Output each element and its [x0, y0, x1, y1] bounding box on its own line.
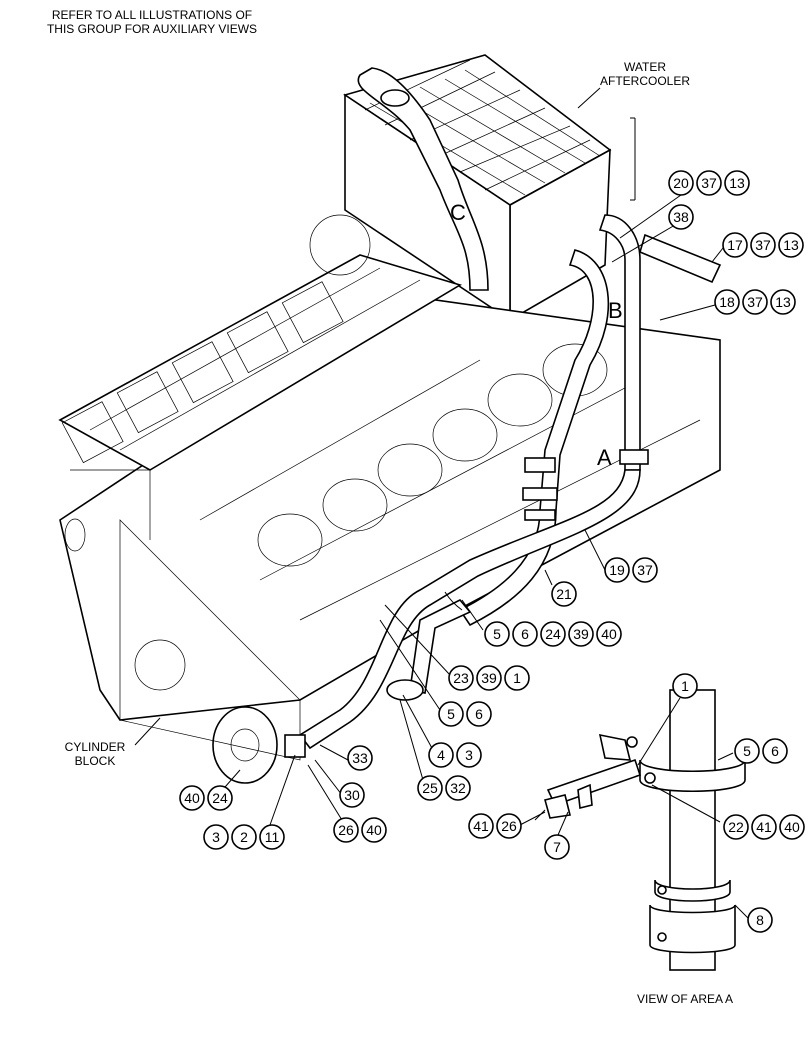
- callout-30: 30: [339, 782, 365, 808]
- callout-number: 2: [240, 829, 248, 845]
- callout-number: 5: [743, 743, 751, 759]
- callout-21: 21: [551, 581, 577, 607]
- cylinder-block-label-line2: BLOCK: [74, 754, 116, 768]
- callout-number: 4: [437, 747, 445, 763]
- callout-number: 19: [609, 562, 625, 578]
- water-aftercooler-label: WATER AFTERCOOLER: [590, 60, 700, 88]
- callout-19-37: 19 37: [604, 557, 658, 583]
- callout-number: 22: [728, 819, 744, 835]
- callout-number: 6: [771, 743, 779, 759]
- callout-number: 39: [573, 626, 589, 642]
- callout-number: 1: [681, 678, 689, 694]
- callout-number: 17: [727, 237, 743, 253]
- callout-number: 25: [422, 780, 438, 796]
- cylinder-block-label: CYLINDER BLOCK: [55, 740, 135, 768]
- callout-number: 5: [447, 706, 455, 722]
- callout-number: 41: [756, 819, 772, 835]
- callout-number: 37: [637, 562, 653, 578]
- callout-number: 37: [755, 237, 771, 253]
- callout-number: 40: [366, 822, 382, 838]
- pipe-c: [357, 67, 489, 291]
- refer-note-line1: REFER TO ALL ILLUSTRATIONS OF: [51, 8, 253, 22]
- callout-3-2-11: 3 2 11: [203, 824, 285, 850]
- callout-number: 18: [719, 294, 735, 310]
- engine-block: [58, 214, 721, 784]
- callout-number: 7: [553, 839, 561, 855]
- cylinder-block-label-line1: CYLINDER: [64, 740, 126, 754]
- callout-number: 33: [352, 750, 368, 766]
- callout-number: 24: [545, 626, 561, 642]
- callout-5-6-detail: 5 6: [734, 738, 788, 764]
- callout-18-37-13: 18 37 13: [714, 289, 796, 315]
- area-a-detail: [534, 689, 746, 971]
- callout-number: 38: [673, 209, 689, 225]
- callout-40-24: 40 24: [179, 785, 233, 811]
- lower-pipes: [284, 469, 641, 758]
- callout-number: 5: [493, 626, 501, 642]
- callout-number: 1: [513, 670, 521, 686]
- zone-a-letter: A: [597, 445, 612, 470]
- callout-17-37-13: 17 37 13: [722, 232, 804, 258]
- callout-number: 37: [747, 294, 763, 310]
- callout-number: 13: [775, 294, 791, 310]
- callout-number: 41: [473, 818, 489, 834]
- callout-1-detail: 1: [672, 673, 698, 699]
- callout-number: 26: [501, 818, 517, 834]
- callout-number: 40: [184, 790, 200, 806]
- callout-41-26: 41 26: [468, 813, 522, 839]
- refer-note: REFER TO ALL ILLUSTRATIONS OF THIS GROUP…: [22, 8, 282, 36]
- callout-4-3: 4 3: [428, 742, 482, 768]
- zone-b-letter: B: [608, 298, 623, 323]
- callout-number: 32: [450, 780, 466, 796]
- callout-38: 38: [668, 204, 694, 230]
- view-of-area-a-label: VIEW OF AREA A: [636, 992, 734, 1006]
- callout-number: 37: [701, 175, 717, 191]
- refer-note-line2: THIS GROUP FOR AUXILIARY VIEWS: [46, 22, 258, 36]
- callout-number: 24: [212, 790, 228, 806]
- aftercooler-label-line2: AFTERCOOLER: [599, 74, 690, 88]
- callout-number: 6: [521, 626, 529, 642]
- callout-number: 6: [475, 706, 483, 722]
- callout-33: 33: [347, 745, 373, 771]
- leader-lines: [217, 194, 749, 919]
- callout-25-32: 25 32: [417, 775, 471, 801]
- callout-number: 3: [465, 747, 473, 763]
- callout-number: 26: [338, 822, 354, 838]
- callout-23-39-1: 23 39 1: [448, 665, 530, 691]
- aftercooler-label-line1: WATER: [624, 60, 666, 74]
- callout-7: 7: [544, 834, 570, 860]
- callout-number: 40: [601, 626, 617, 642]
- callout-number: 40: [784, 819, 800, 835]
- callout-number: 30: [344, 787, 360, 803]
- pipe-a: [598, 214, 722, 471]
- callout-number: 13: [729, 175, 745, 191]
- callout-number: 3: [212, 829, 220, 845]
- callout-number: 11: [265, 829, 280, 845]
- callout-5-6-lower: 5 6: [438, 701, 492, 727]
- callout-number: 8: [756, 912, 764, 928]
- callout-5-6-24-39-40: 5 6 24 39 40: [484, 621, 622, 647]
- callout-26-40: 26 40: [333, 817, 387, 843]
- callout-number: 21: [556, 586, 572, 602]
- callout-number: 39: [481, 670, 497, 686]
- callout-20-37-13: 20 37 13: [668, 170, 750, 196]
- zone-c-letter: C: [450, 200, 466, 225]
- callout-number: 23: [453, 670, 469, 686]
- callout-22-41-40: 22 41 40: [723, 814, 805, 840]
- callout-8: 8: [747, 907, 773, 933]
- callout-number: 20: [673, 175, 689, 191]
- callout-number: 13: [783, 237, 799, 253]
